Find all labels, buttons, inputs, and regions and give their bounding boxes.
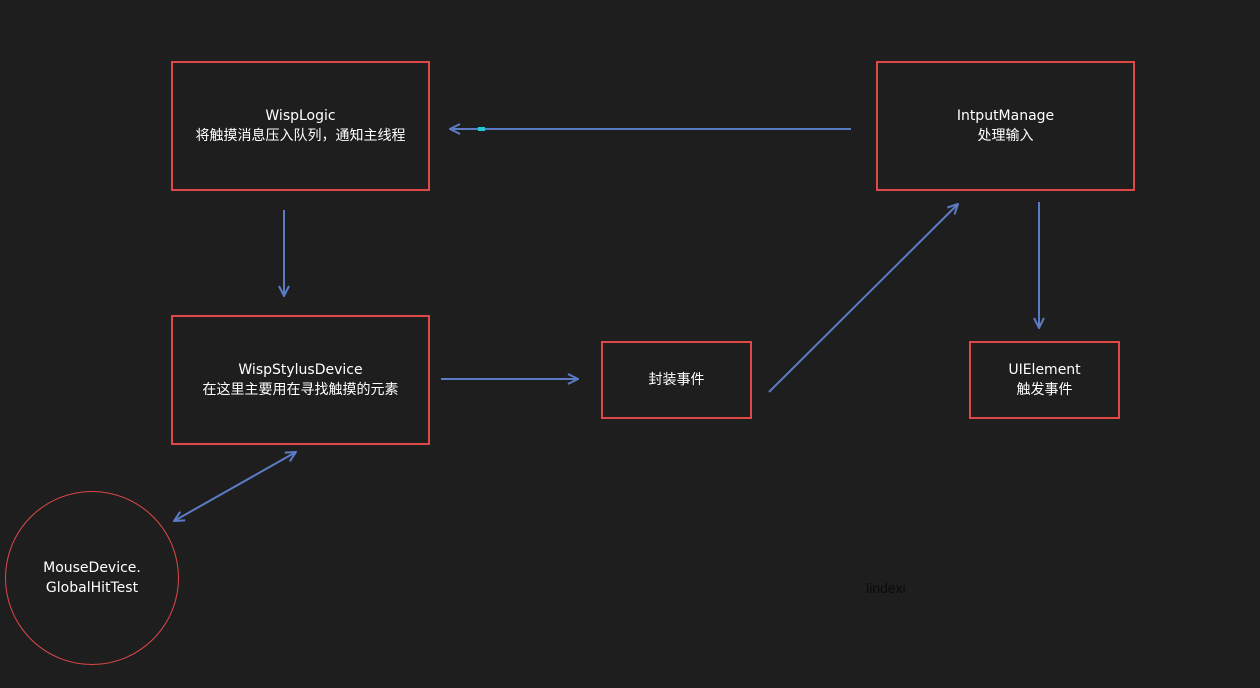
node-input-manage[interactable]: IntputManage 处理输入 (876, 61, 1135, 191)
node-title: WispStylusDevice (238, 362, 363, 378)
arrow-stylusdevice-mousedevice-bidirectional (174, 452, 296, 521)
author-watermark: lindexi (866, 580, 906, 596)
node-description: 处理输入 (977, 128, 1034, 144)
node-title: 封装事件 (648, 372, 705, 388)
node-description: 在这里主要用在寻找触摸的元素 (202, 382, 399, 398)
node-wisp-logic[interactable]: WispLogic 将触摸消息压入队列，通知主线程 (171, 61, 430, 191)
node-description: GlobalHitTest (45, 580, 139, 596)
node-title: MouseDevice. (43, 560, 141, 576)
node-description: 将触摸消息压入队列，通知主线程 (195, 128, 406, 144)
node-ui-element[interactable]: UIElement 触发事件 (969, 341, 1120, 419)
node-title: IntputManage (956, 108, 1055, 124)
node-wisp-stylus-device[interactable]: WispStylusDevice 在这里主要用在寻找触摸的元素 (171, 315, 430, 445)
node-title: WispLogic (265, 108, 336, 124)
node-mouse-device[interactable]: MouseDevice. GlobalHitTest (5, 491, 179, 665)
arrow-wrapevent-to-inputmanage (768, 204, 958, 393)
text-cursor-marker (478, 127, 485, 131)
node-description: 触发事件 (1016, 382, 1073, 398)
node-wrap-event[interactable]: 封装事件 (601, 341, 752, 419)
node-title: UIElement (1008, 362, 1081, 378)
